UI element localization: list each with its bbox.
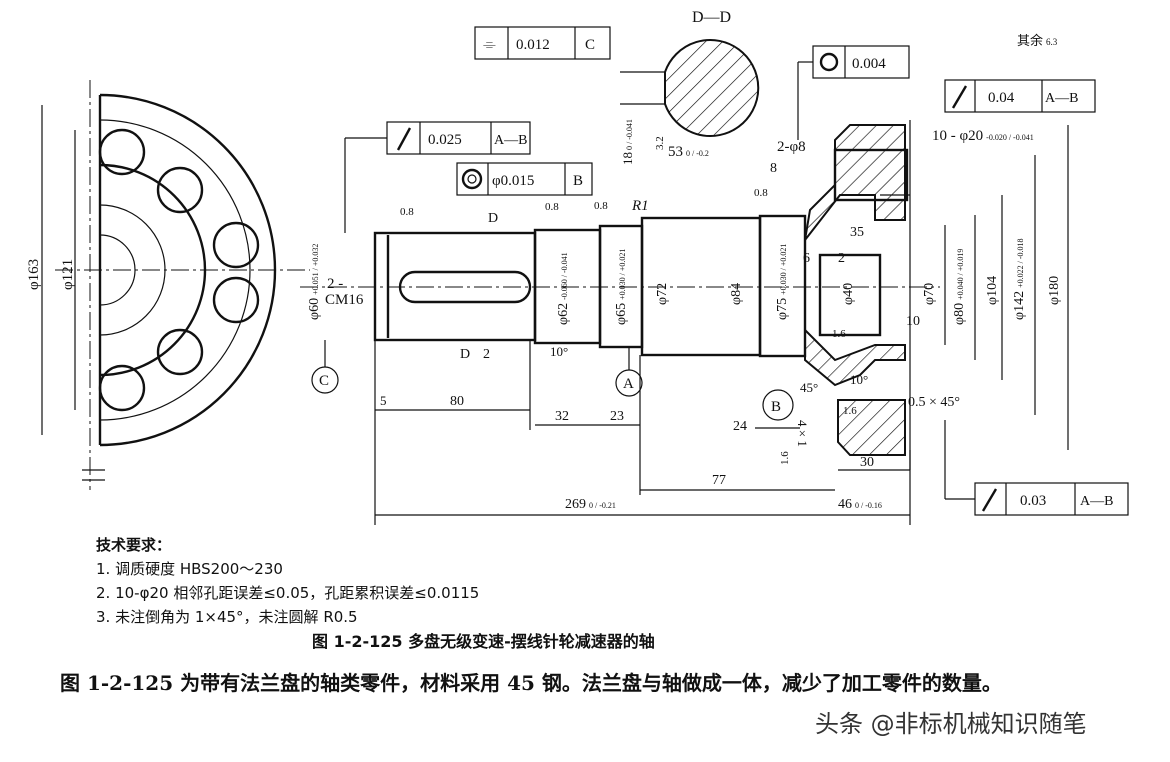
dim-d84: φ84 [729, 283, 744, 305]
dim-d121: φ121 [60, 259, 76, 290]
key-width: 180 / -0.041 [620, 119, 635, 165]
dim-d60: φ60+0.051 / +0.032 [307, 244, 322, 320]
rough-16-b: 1.6 [843, 405, 857, 417]
datum-c: C [311, 340, 339, 394]
flange-end-view: φ163 φ121 [26, 80, 310, 490]
svg-text:C: C [585, 37, 595, 53]
dim-d180: φ180 [1047, 276, 1062, 305]
rough-08-c: 0.8 [594, 200, 608, 212]
dim-10: 10 [906, 314, 920, 329]
dim-30: 30 [860, 455, 874, 470]
fcf-roundness: 0.004 [797, 45, 910, 140]
fcf-concentricity: φ0.015 B [456, 162, 593, 196]
dim-35: 35 [850, 225, 864, 240]
svg-text:φ0.015: φ0.015 [492, 173, 534, 189]
rough-08-a: 0.8 [400, 206, 414, 218]
fcf-symmetry: ⌯ 0.012 C [474, 26, 611, 60]
rough-16-a: 1.6 [832, 328, 846, 340]
r1-label: R1 [631, 198, 649, 214]
groove-label: 4 × 1 [795, 420, 810, 447]
figure-caption: 图 1-2-125 多盘无级变速-摆线针轮减速器的轴 [312, 632, 655, 651]
dim-8: 8 [770, 161, 777, 176]
svg-text:C: C [319, 373, 329, 389]
watermark: 头条 @非标机械知识随笔 [815, 710, 1087, 738]
note-item: 3. 未注倒角为 1×45°，未注圆解 R0.5 [96, 608, 358, 626]
holes-8: 2-φ8 [777, 139, 806, 155]
dim-24: 24 [733, 419, 747, 434]
technical-requirements: 技术要求： 1. 调质硬度 HBS200～230 2. 10-φ20 相邻孔距误… [96, 533, 479, 629]
datum-b: B [762, 389, 794, 421]
rough-08-d: 0.8 [754, 187, 768, 199]
angle-45: 45° [800, 380, 818, 395]
dim-d62: φ62-0.060 / -0.041 [556, 252, 571, 325]
svg-text:A—B: A—B [1080, 494, 1113, 509]
fcf-runout-2: 0.04 A—B [944, 79, 1096, 113]
thread-label-1: 2 - [327, 276, 343, 292]
svg-text:0.012: 0.012 [516, 37, 550, 53]
dim-d163: φ163 [26, 259, 42, 290]
d-mark-top: D [488, 211, 498, 226]
notes-title: 技术要求： [96, 536, 172, 554]
dim-32: 32 [555, 409, 569, 424]
shaft-view: 2 - CM16 φ60+0.051 / +0.032 φ62-0.060 / … [300, 120, 1069, 470]
svg-text:0.03: 0.03 [1020, 493, 1046, 509]
rough-32: 3.2 [654, 136, 666, 150]
dim-d104: φ104 [985, 276, 1000, 305]
dim-d75: φ75+0.030 / +0.021 [775, 244, 790, 320]
dim-80: 80 [450, 394, 464, 409]
dim-d72: φ72 [655, 283, 670, 305]
holes-20: 10 - φ20-0.020 / -0.041 [932, 128, 1034, 144]
angle-10b: 10° [850, 372, 868, 387]
note-item: 1. 调质硬度 HBS200～230 [96, 560, 283, 578]
svg-text:0.04: 0.04 [988, 90, 1015, 106]
d-mark-bottom: D [460, 347, 470, 362]
note-item: 2. 10-φ20 相邻孔距误差≤0.05，孔距累积误差≤0.0115 [96, 584, 480, 602]
dim-d142: φ142+0.022 / -0.018 [1012, 239, 1027, 321]
body-paragraph: 图 1-2-125 为带有法兰盘的轴类零件，材料采用 45 钢。法兰盘与轴做成一… [60, 671, 1002, 695]
svg-text:B: B [771, 399, 781, 415]
fcf-runout-1: 0.025 A—B [344, 121, 531, 233]
dim-d40: φ40 [841, 283, 856, 305]
rough-08-b: 0.8 [545, 201, 559, 213]
section-label: D—D [692, 9, 731, 26]
dim-5: 5 [380, 393, 387, 408]
dim-2: 2 [838, 251, 845, 266]
angle-10: 10° [550, 344, 568, 359]
dim-2b: 2 [483, 347, 490, 362]
dim-d70: φ70 [922, 283, 937, 305]
svg-text:0.004: 0.004 [852, 56, 886, 72]
svg-text:B: B [573, 173, 583, 189]
svg-text:0.025: 0.025 [428, 132, 462, 148]
datum-a: A [615, 347, 643, 397]
svg-text:⌯: ⌯ [483, 36, 496, 53]
dim-23: 23 [610, 409, 624, 424]
dim-d80: φ80+0.040 / +0.019 [952, 249, 967, 325]
dim-77: 77 [712, 473, 726, 488]
chamfer-label: 0.5 × 45° [908, 395, 960, 410]
fcf-runout-3: 0.03 A—B [944, 420, 1129, 516]
svg-text:A: A [623, 376, 634, 392]
svg-text:A—B: A—B [1045, 91, 1078, 106]
dim-d65: φ65+0.030 / +0.021 [614, 249, 629, 325]
thread-label-2: CM16 [325, 292, 364, 308]
svg-text:A—B: A—B [494, 133, 527, 148]
rough-16-c: 1.6 [779, 451, 791, 465]
dim-6: 6 [803, 251, 810, 266]
